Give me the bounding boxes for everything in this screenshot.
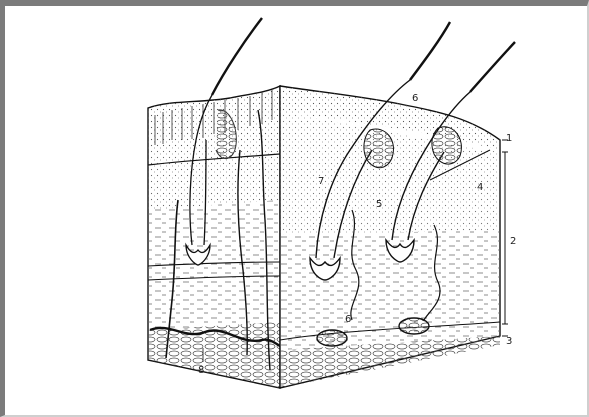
label-5: 5 (376, 199, 382, 210)
label-2: 2 (510, 236, 516, 247)
label-7: 7 (318, 176, 324, 187)
block-left-face (148, 18, 280, 388)
block-right-face (280, 22, 515, 388)
label-8: 8 (198, 365, 204, 376)
label-4: 4 (477, 182, 483, 193)
layer-brackets (502, 140, 508, 336)
label-6-bottom: 6 (345, 314, 351, 325)
label-6-top: 6 (412, 93, 418, 104)
label-3: 3 (506, 336, 512, 347)
label-1: 1 (506, 133, 512, 144)
